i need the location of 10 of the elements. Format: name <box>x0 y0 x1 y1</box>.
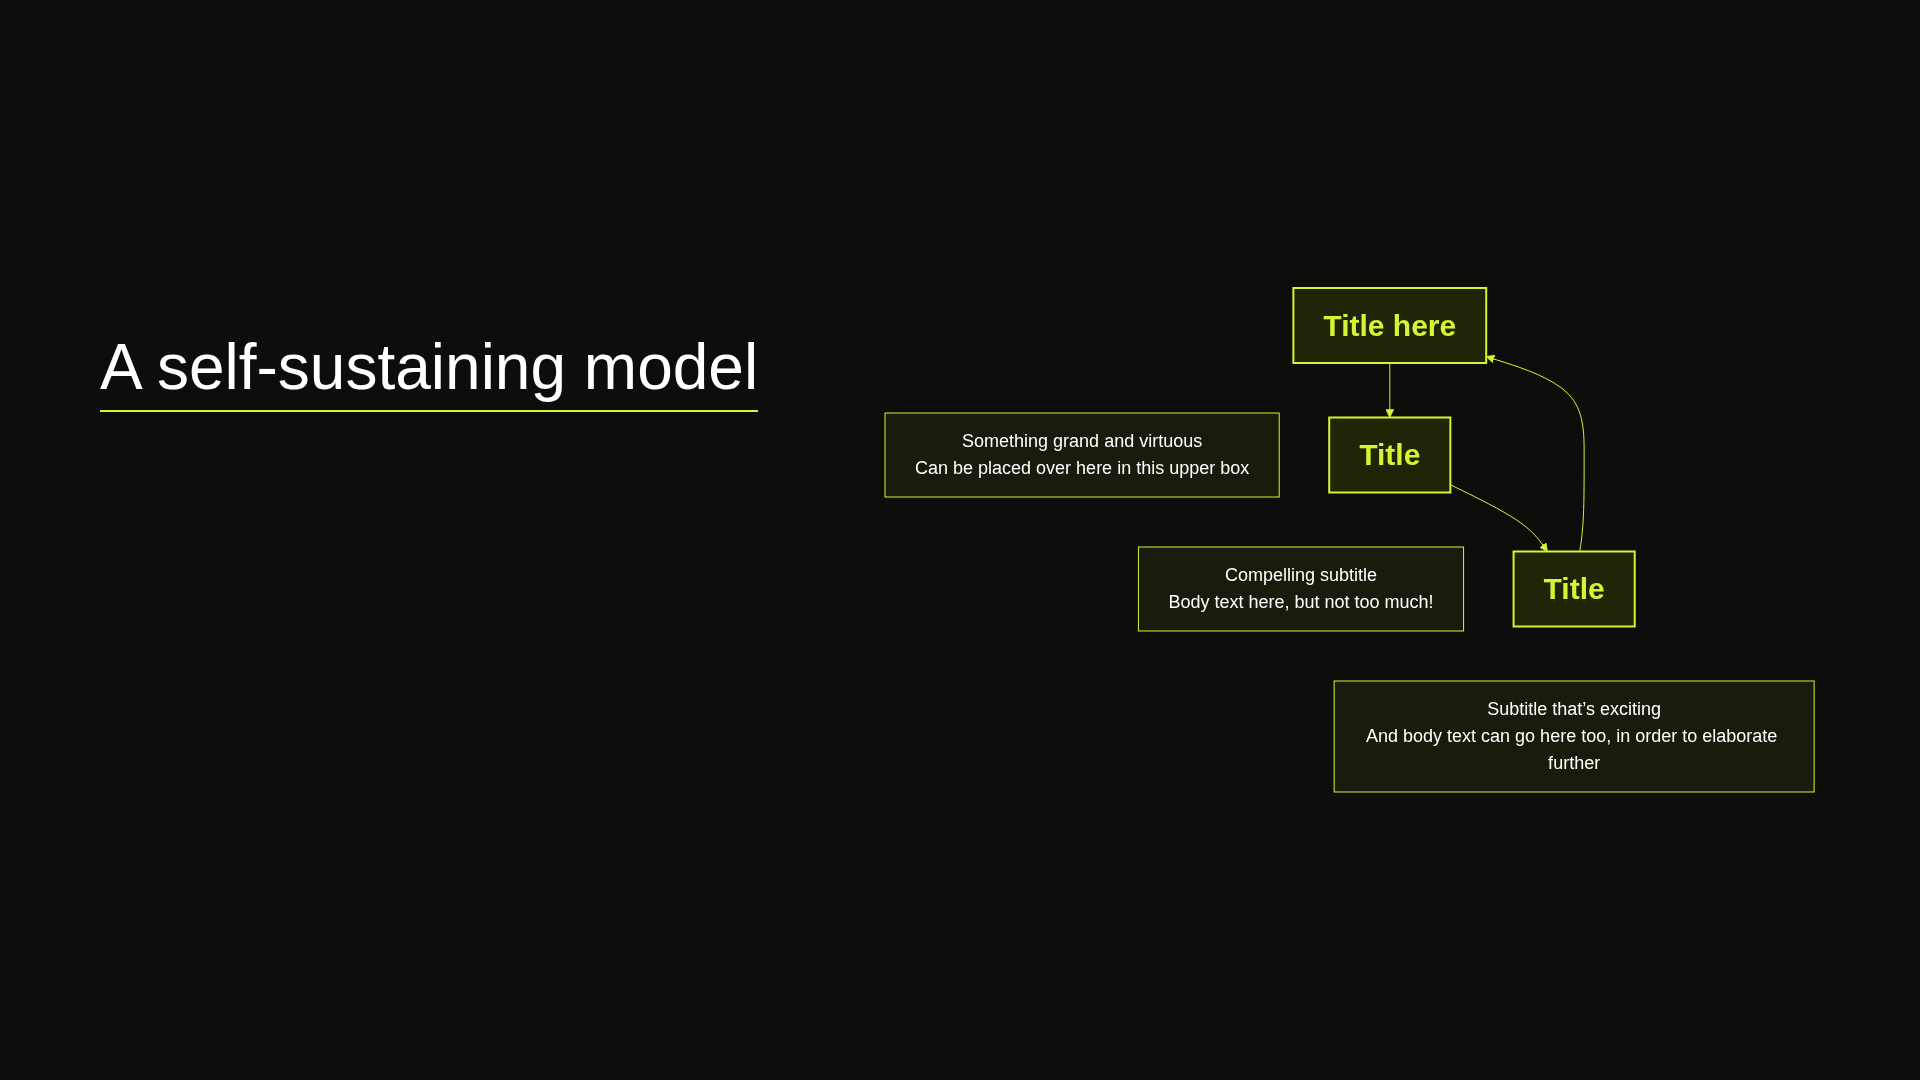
node-box: Title here <box>1292 287 1488 364</box>
node-box: Title <box>1513 550 1637 628</box>
arrow <box>1450 484 1549 552</box>
arrow <box>1385 362 1395 418</box>
node-box: Compelling subtitle Body text here, but not too much! <box>1138 546 1465 632</box>
node-box: Title <box>1328 416 1452 494</box>
node-box: Subtitle that’s exciting And body text can go here too, in order to elaborate further <box>1334 680 1816 793</box>
arrow <box>1486 354 1586 552</box>
node-box: Something grand and virtuous Can be placed over here in this upper box <box>884 412 1281 498</box>
slide-title: A self-sustaining model <box>100 330 759 412</box>
